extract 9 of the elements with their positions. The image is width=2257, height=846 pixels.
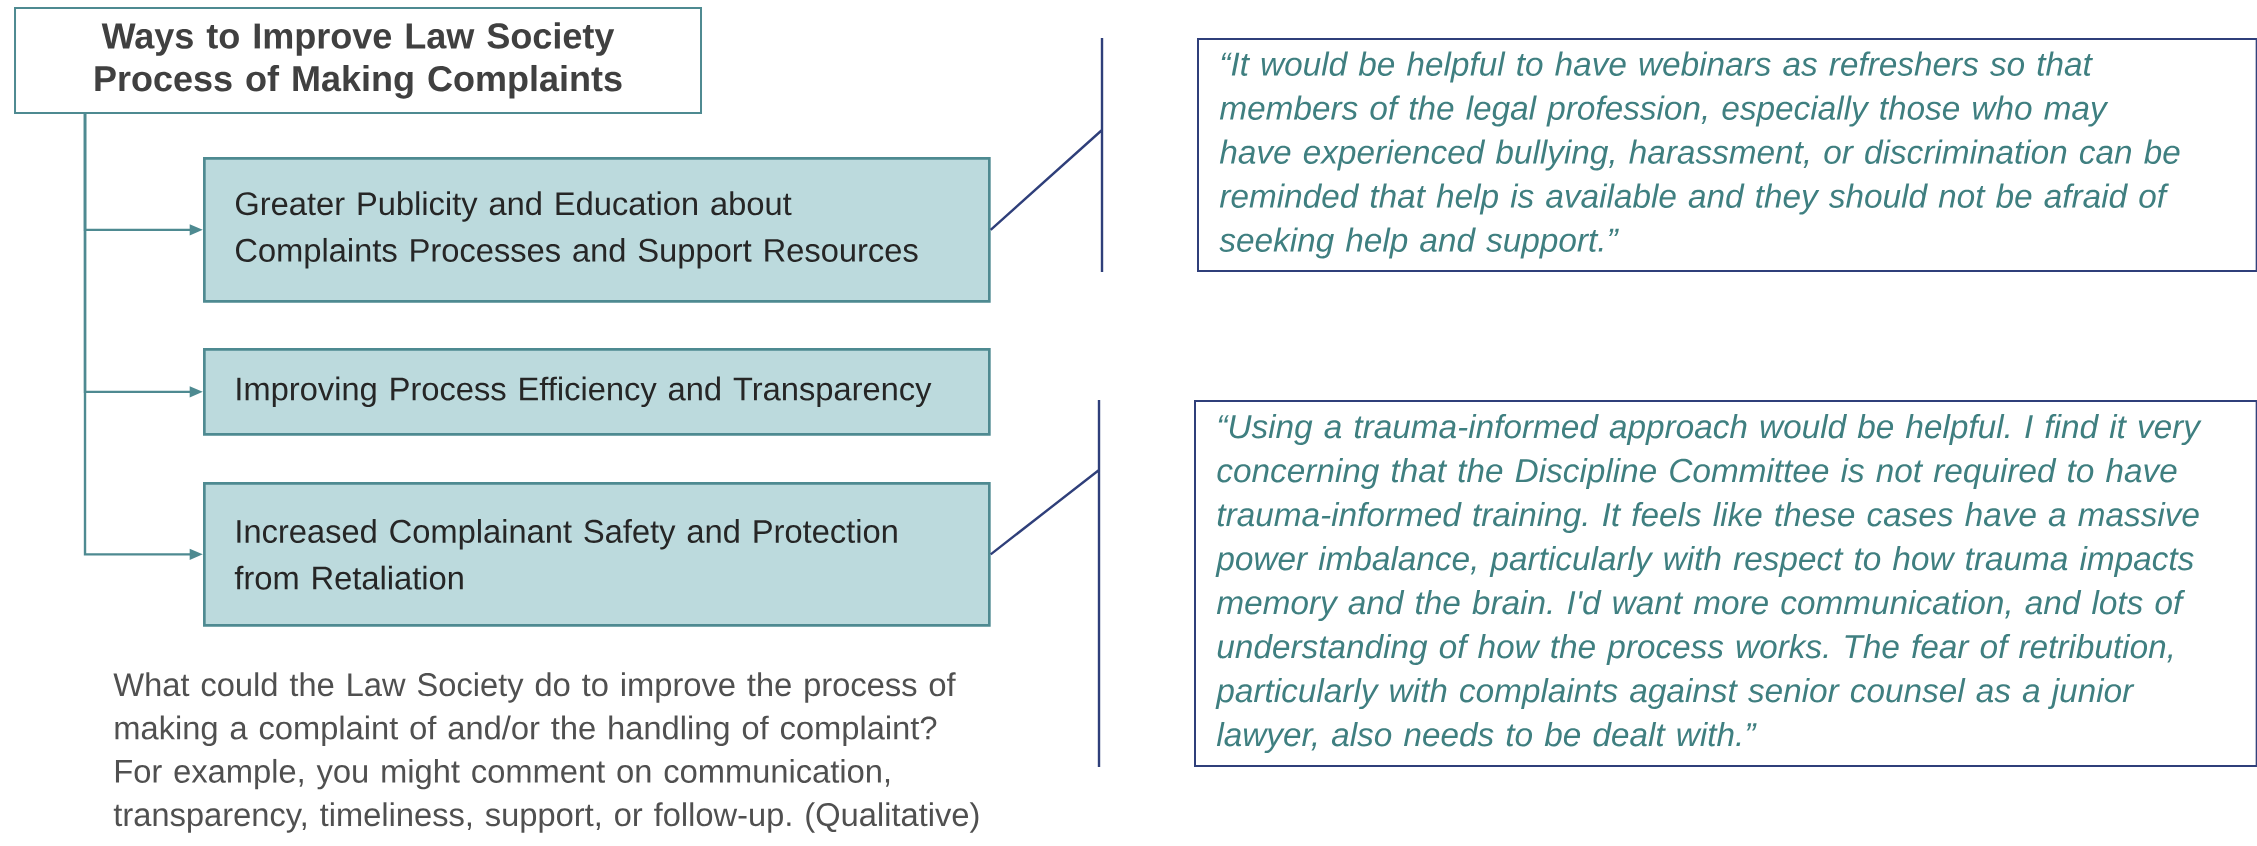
bracket-connector bbox=[989, 36, 1104, 274]
topic-box: Improving Process Efficiency and Transparency bbox=[203, 348, 991, 436]
title-box: Ways to Improve Law Society Process of Making Complaints bbox=[14, 7, 702, 114]
quote-box: “It would be helpful to have webinars as refreshers so that members of the legal profession, especially those who may have experienced bullying, harassment, or discrimination can be reminded that help is available and they should not be afraid of seeking help and support.” bbox=[1197, 38, 2257, 272]
bracket-connector bbox=[989, 398, 1101, 769]
topic-box: Greater Publicity and Education about Complaints Processes and Support Resources bbox=[203, 157, 991, 303]
topic-box: Increased Complainant Safety and Protection from Retaliation bbox=[203, 482, 991, 627]
quote-box: “Using a trauma-informed approach would be helpful. I find it very concerning that the Discipline Committee is not required to have trauma-informed training. It feels like these cases have a massive power imbalance, particularly with respect to how trauma impacts memory and the brain. I'd want more communication, and lots of understanding of how the process works. The fear of retribution, particularly with complaints against senior counsel as a junior lawyer, also needs to be dealt with.” bbox=[1194, 400, 2257, 767]
question-text: What could the Law Society do to improve the process of making a complaint of and/or the handling of complaint? For example, you might comment on communication, transparency, timeliness, support, or follow-up. (Qualitative) bbox=[113, 672, 979, 833]
